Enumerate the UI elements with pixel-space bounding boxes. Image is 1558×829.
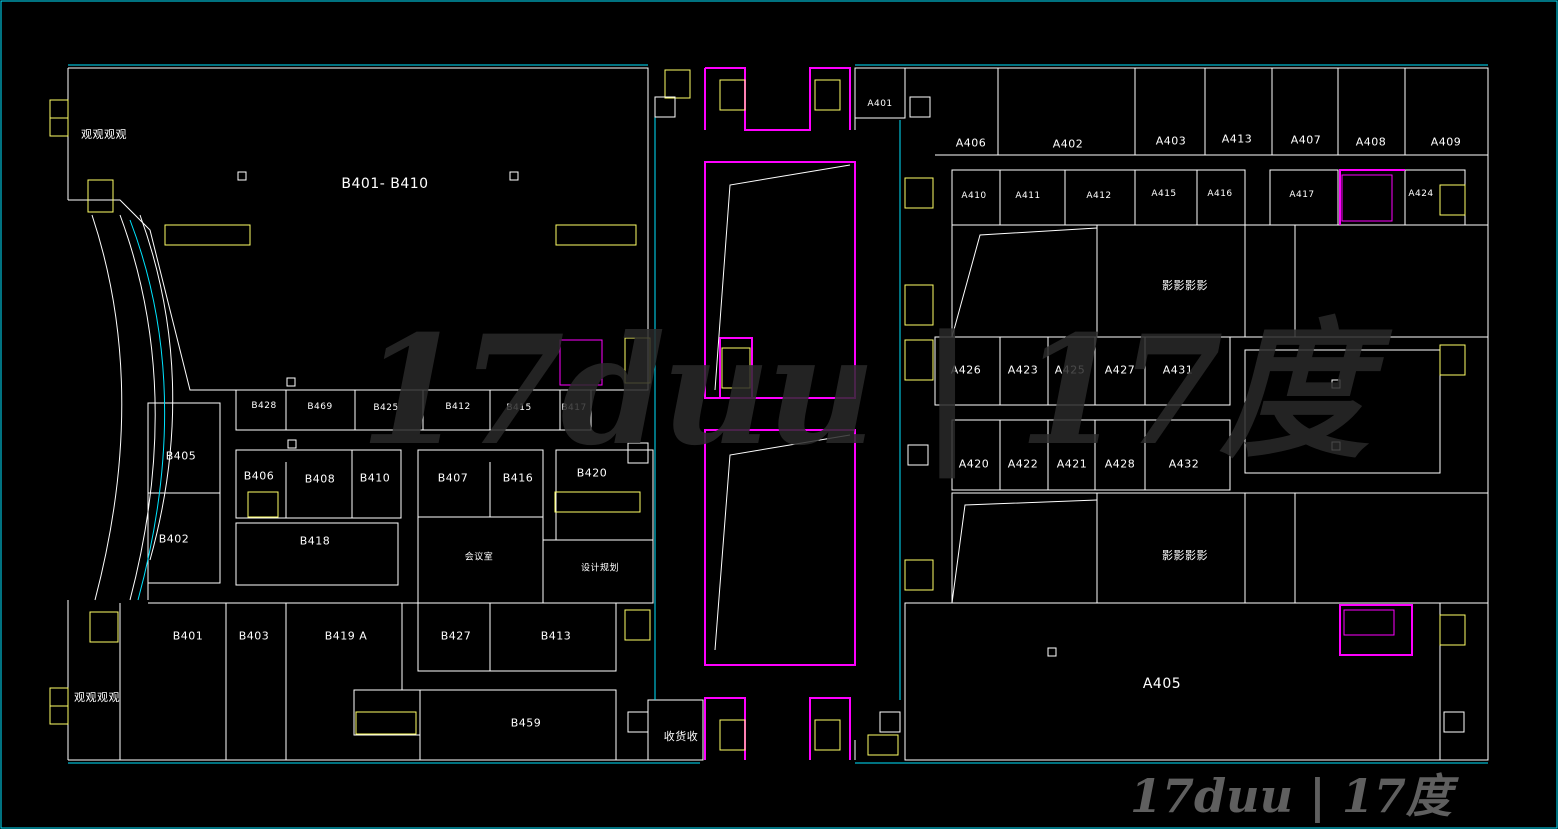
stairs	[87, 69, 1466, 756]
room-label-a415: A415	[1151, 189, 1177, 199]
room-label-b416: B416	[502, 471, 534, 485]
room-label-b407: B407	[437, 471, 469, 485]
room-label-guan2: 观观观观	[74, 691, 120, 704]
room-label-ying1: 影影影影	[1162, 279, 1208, 292]
room-label-a409: A409	[1430, 135, 1462, 149]
room-label-b427: B427	[440, 629, 472, 643]
room-label-a405: A405	[1142, 676, 1182, 692]
room-label-a428: A428	[1104, 457, 1136, 471]
room-label-b408: B408	[304, 472, 336, 486]
room-label-a422: A422	[1007, 457, 1039, 471]
room-label-b417: B417	[561, 403, 587, 413]
room-label-a431: A431	[1162, 363, 1194, 377]
room-label-guan1: 观观观观	[81, 128, 127, 141]
room-label-a432: A432	[1168, 457, 1200, 471]
room-label-b469: B469	[307, 402, 333, 412]
room-label-a426: A426	[950, 363, 982, 377]
room-label-b401-b410: B401- B410	[341, 176, 429, 192]
room-label-a402: A402	[1052, 137, 1084, 151]
elevators	[49, 96, 1465, 733]
room-label-b403: B403	[238, 629, 270, 643]
room-label-b428: B428	[251, 401, 277, 411]
room-label-a424: A424	[1408, 189, 1434, 199]
room-label-a412: A412	[1086, 191, 1112, 201]
room-label-a420: A420	[958, 457, 990, 471]
room-label-b410: B410	[359, 471, 391, 485]
cyan-details	[68, 64, 1488, 764]
room-label-a416: A416	[1207, 189, 1233, 199]
room-label-b402: B402	[158, 532, 190, 546]
room-label-yanfa: 设计规划	[580, 563, 620, 574]
room-label-a403: A403	[1155, 134, 1187, 148]
room-label-b425: B425	[373, 403, 399, 413]
room-label-a427: A427	[1104, 363, 1136, 377]
room-label-a421: A421	[1056, 457, 1088, 471]
room-label-b459: B459	[510, 716, 542, 730]
room-label-b419a: B419 A	[324, 629, 368, 643]
room-label-b413: B413	[540, 629, 572, 643]
room-label-a407: A407	[1290, 133, 1322, 147]
room-label-ying2: 影影影影	[1162, 549, 1208, 562]
room-label-shouhuo: 收货收	[663, 730, 699, 743]
restroom-details	[559, 174, 1395, 636]
central-atrium	[704, 67, 1413, 760]
room-label-huiyi: 会议室	[464, 552, 494, 563]
room-label-a417: A417	[1289, 190, 1315, 200]
room-label-b412: B412	[445, 402, 471, 412]
room-label-b415: B415	[506, 403, 532, 413]
walls	[67, 67, 1489, 761]
room-label-a411: A411	[1015, 191, 1041, 201]
room-label-b418: B418	[299, 534, 331, 548]
room-label-b401: B401	[172, 629, 204, 643]
room-label-a423: A423	[1007, 363, 1039, 377]
room-label-a410: A410	[961, 191, 987, 201]
room-label-a401: A401	[867, 99, 893, 109]
atrium-diagonals	[714, 164, 851, 651]
room-label-a408: A408	[1355, 135, 1387, 149]
room-label-a413: A413	[1221, 132, 1253, 146]
room-label-a425: A425	[1054, 363, 1086, 377]
room-label-b406: B406	[243, 469, 275, 483]
room-label-b420: B420	[576, 466, 608, 480]
room-label-a406: A406	[955, 136, 987, 150]
room-label-b405: B405	[165, 449, 197, 463]
